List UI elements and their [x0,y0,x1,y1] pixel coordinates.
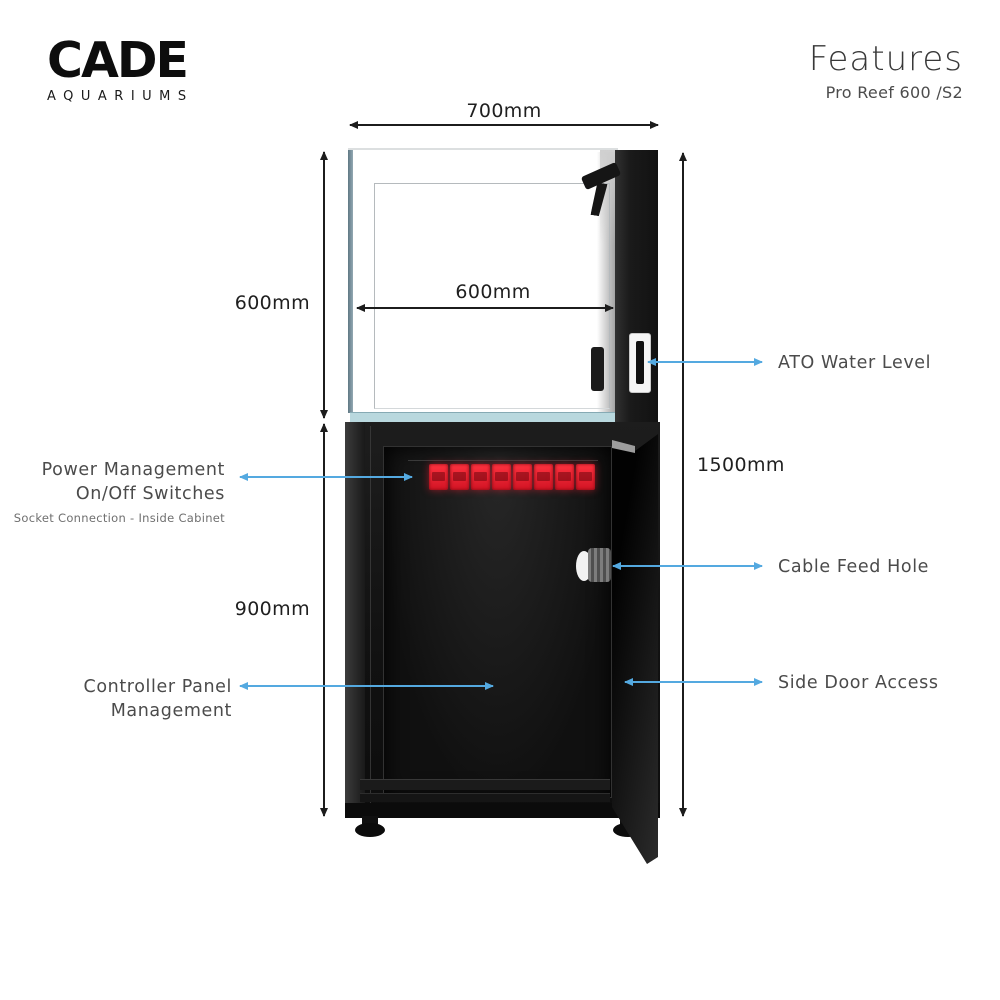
dimension-label-cabinet-height: 900mm [234,598,310,620]
brand-logo-wordmark: CADE [47,32,189,89]
label-controller-panel: Controller Panel Management [84,675,232,723]
power-switch-row [429,464,595,490]
power-switch [555,464,574,490]
power-switch [471,464,490,490]
label-power-management-line2: On/Off Switches [75,484,225,504]
power-switch [576,464,595,490]
dimension-label-overall-height: 1500mm [697,454,785,476]
tank-glass-left-edge [348,150,353,413]
label-power-management: Power Management On/Off Switches Socket … [14,458,225,525]
label-cable-feed-hole: Cable Feed Hole [778,557,930,577]
callout-arrow-controller [240,685,493,687]
tank-inner-rim [374,183,610,409]
page-title: Features [808,39,963,79]
side-door-open [612,434,658,864]
cabinet-bottom-rail [345,803,660,818]
dimension-label-tank-height: 600mm [234,292,310,314]
label-power-management-line1: Power Management [41,460,225,480]
dimension-arrow-tank-height [323,152,325,418]
label-controller-panel-line1: Controller Panel [83,677,232,697]
callout-arrow-side-door [625,681,762,683]
ato-water-level-slot [636,341,644,384]
callout-arrow-cable-feed [613,565,762,567]
cabinet-foot-left [355,823,385,837]
power-switch [492,464,511,490]
cable-feed-hole [588,548,611,582]
power-switch [450,464,469,490]
power-switch [429,464,448,490]
label-controller-panel-line2: Management [110,701,232,721]
label-power-management-note: Socket Connection - Inside Cabinet [13,511,225,525]
switch-shelf-line [408,460,598,461]
callout-arrow-power-switches [240,476,412,478]
label-ato-water-level: ATO Water Level [778,353,932,373]
dimension-label-inner-width: 600mm [455,281,531,303]
label-side-door-access: Side Door Access [778,673,939,693]
power-switch [513,464,532,490]
cabinet-left-panel [345,422,365,818]
tank-side-fitting [591,347,604,391]
product-subtitle: Pro Reef 600 /S2 [825,83,963,102]
cabinet-base-ledge-lower [360,793,610,802]
dimension-label-overall-width: 700mm [466,100,542,122]
dimension-arrow-overall-width [350,124,658,126]
cabinet-foot-left-stem [362,816,378,825]
cabinet-base-ledge [360,779,610,790]
brand-logo: CADE AQUARIUMS [47,36,194,104]
dimension-arrow-inner-width [357,307,613,309]
brand-logo-tagline: AQUARIUMS [47,89,194,104]
dimension-arrow-overall-height [682,153,684,816]
dimension-arrow-cabinet-height [323,424,325,816]
tank-bottom-edge [350,412,618,422]
cabinet-door-opening [383,446,612,798]
aquarium-tank [348,150,618,413]
callout-arrow-ato [648,361,762,363]
power-switch [534,464,553,490]
cabinet-frame-line [370,426,371,814]
title-block: Features Pro Reef 600 /S2 [809,42,963,102]
